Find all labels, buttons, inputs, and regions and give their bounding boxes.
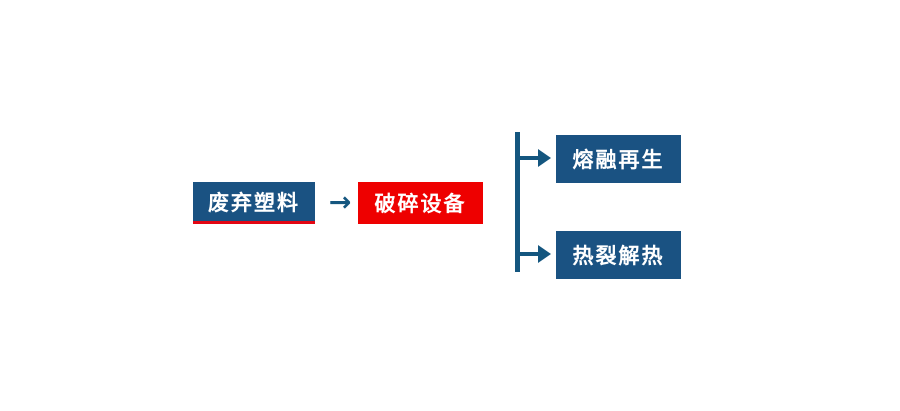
branch-upper-stem	[518, 156, 542, 160]
branch-trunk-line	[515, 132, 520, 272]
branch-lower-arrowhead	[538, 245, 551, 263]
node-melt-regeneration-label: 熔融再生	[572, 148, 665, 172]
node-crushing-equipment[interactable]: 破碎设备	[358, 182, 483, 224]
branch-connector	[505, 120, 565, 290]
node-pyrolysis-heat[interactable]: 热裂解热	[556, 231, 681, 279]
node-waste-plastic-label: 废弃塑料	[208, 190, 300, 215]
branch-lower-stem	[518, 252, 542, 256]
branch-connector-svg	[515, 132, 551, 272]
node-crushing-equipment-label: 破碎设备	[374, 192, 467, 216]
arrow-right-icon: →	[328, 187, 352, 218]
node-melt-regeneration[interactable]: 熔融再生	[556, 135, 681, 183]
node-waste-plastic[interactable]: 废弃塑料	[193, 182, 315, 224]
node-pyrolysis-heat-label: 热裂解热	[572, 244, 665, 268]
branch-upper-arrowhead	[538, 149, 551, 167]
